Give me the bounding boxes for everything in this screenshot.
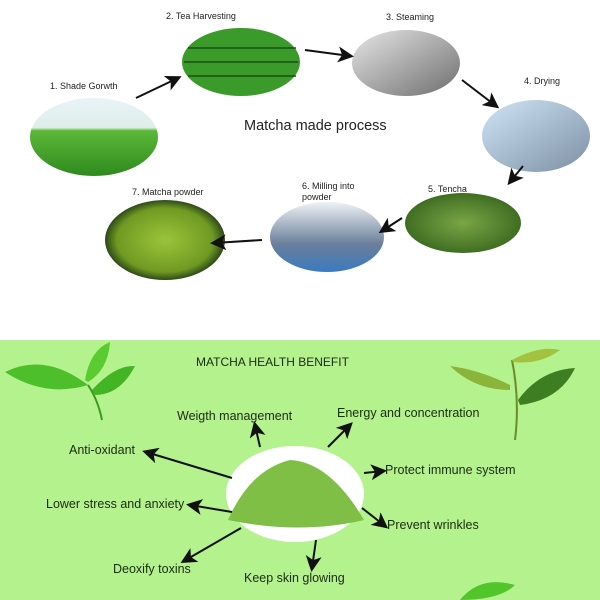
tea-harvesting-image: [182, 28, 300, 96]
process-diagram: [30, 28, 590, 280]
benefit-label: Deoxify toxins: [113, 562, 191, 576]
benefit-label: Anti-oxidant: [69, 443, 136, 457]
step-label: 2. Tea Harvesting: [166, 11, 236, 21]
step-label: 3. Steaming: [386, 12, 435, 22]
step-label: 7. Matcha powder: [132, 187, 204, 197]
process-title: Matcha made process: [244, 118, 387, 134]
matcha-powder-pile: [228, 460, 364, 528]
tencha-image: [405, 193, 521, 253]
benefit-label: Energy and concentration: [337, 406, 480, 420]
step-label: 4. Drying: [524, 76, 561, 86]
step-label: 1. Shade Gorwth: [50, 81, 118, 91]
tea-leaf-icon: [5, 342, 135, 421]
steaming-image: [352, 30, 460, 96]
benefit-title: MATCHA HEALTH BENEFIT: [196, 355, 349, 369]
milling-image: [270, 202, 384, 272]
step-label: 6. Milling into powder: [302, 181, 355, 202]
process-arrows: [135, 46, 524, 251]
shade-growth-image: [30, 98, 158, 176]
tea-leaf-icon: [460, 582, 515, 600]
drying-image: [482, 100, 590, 172]
benefit-arrows: [142, 421, 389, 572]
tea-leaf-icon: [450, 348, 575, 441]
benefit-label: Lower stress and anxiety: [46, 497, 185, 511]
step-label: 5. Tencha: [428, 184, 467, 194]
benefit-label: Prevent wrinkles: [387, 518, 479, 532]
benefit-label: Weigth management: [177, 409, 293, 423]
matcha-powder-image: [105, 200, 225, 280]
benefit-label: Keep skin glowing: [244, 571, 345, 585]
benefit-label: Protect immune system: [385, 463, 516, 477]
